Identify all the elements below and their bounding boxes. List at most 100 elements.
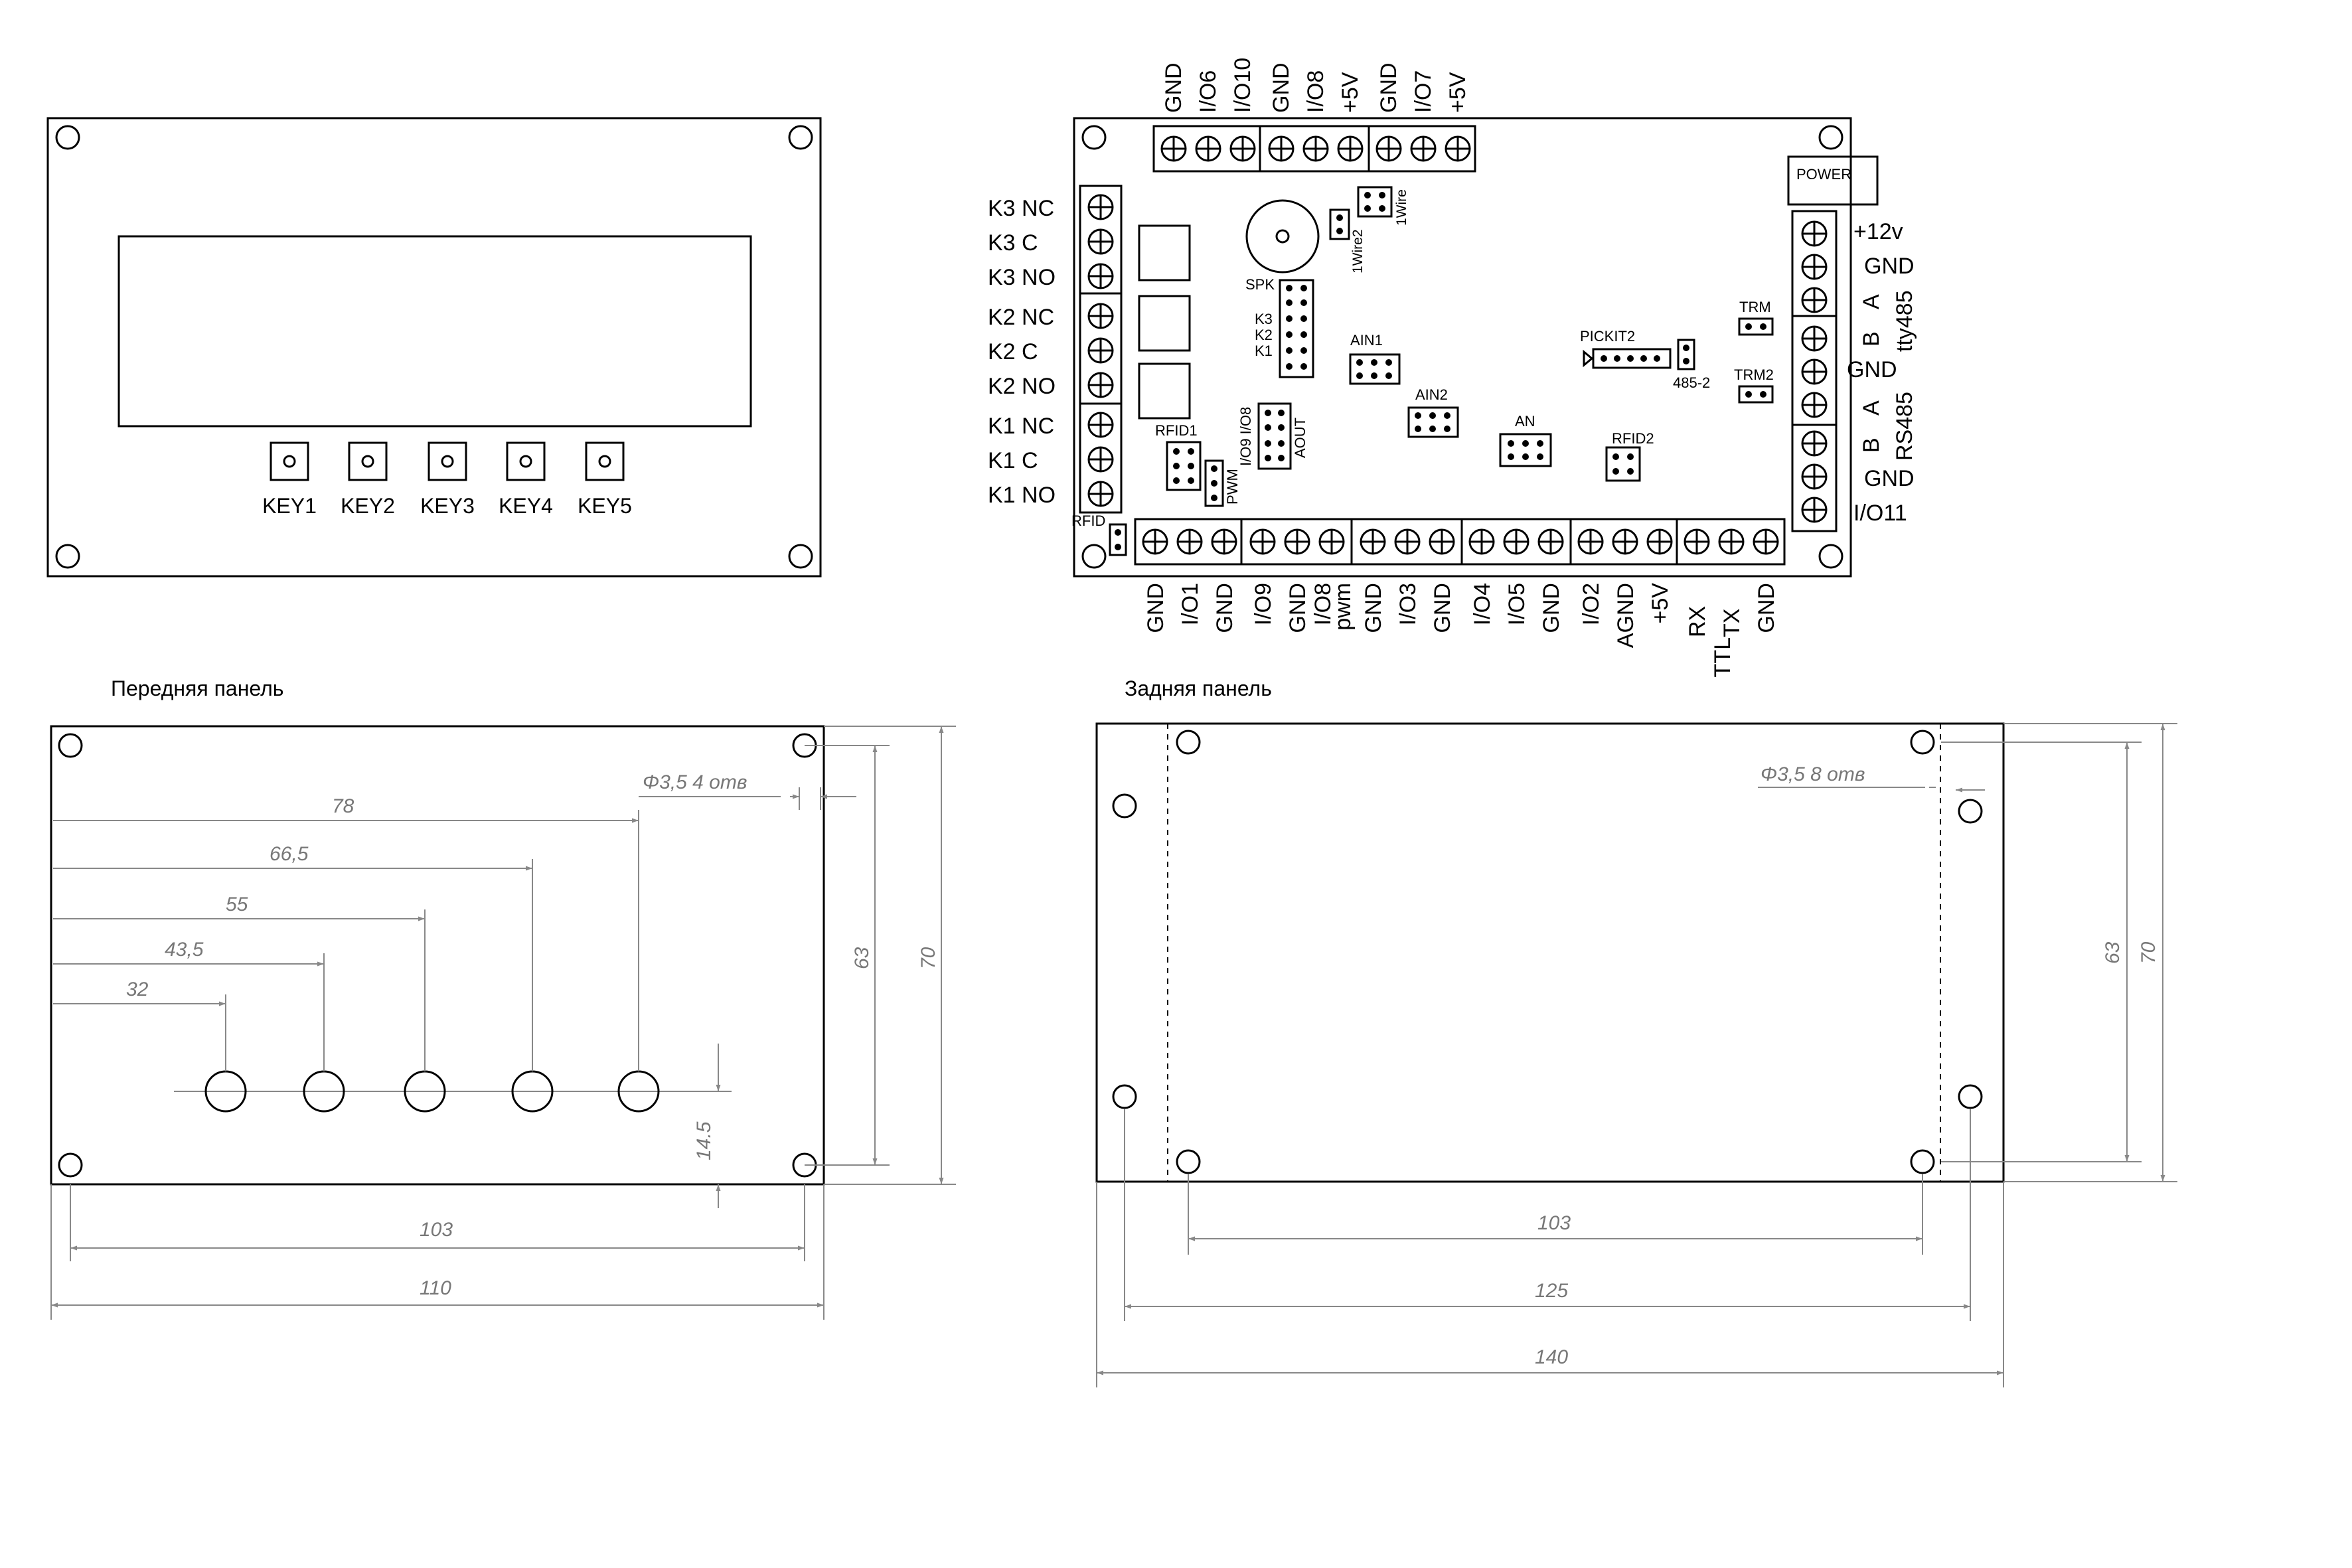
trm-label: TRM xyxy=(1739,299,1771,315)
front-plate-outline xyxy=(50,725,825,1186)
bottom-terminal-label: I/O3 xyxy=(1395,583,1421,625)
key-dot xyxy=(441,455,454,468)
ain2-label: AIN2 xyxy=(1415,386,1448,403)
bottom-terminal-label: I/O9 xyxy=(1251,583,1276,625)
trm-jumper: TRM xyxy=(1738,299,1774,336)
top-terminal-label: GND xyxy=(1376,62,1401,113)
key-button xyxy=(506,441,546,481)
bottom-terminal-label: I/O1 xyxy=(1178,583,1203,625)
rfid2-label: RFID2 xyxy=(1612,430,1654,447)
key-button xyxy=(428,441,467,481)
relay-terminal-label: K2 NO xyxy=(988,374,1056,399)
mount-hole xyxy=(1176,730,1201,755)
board-outline xyxy=(1073,117,1852,578)
back-panel-caption: Задняя панель xyxy=(1125,676,1272,700)
right-terminal-block xyxy=(1791,210,1838,532)
front-panel-outline xyxy=(46,117,822,578)
mount-hole xyxy=(788,125,813,150)
bus-label-tty485: tty485 xyxy=(1892,290,1917,352)
bottom-terminal-label: I/O4 xyxy=(1470,583,1495,625)
key-button xyxy=(348,441,388,481)
mount-hole xyxy=(58,1152,83,1178)
top-terminal-labels: GND I/O6 I/O10 GND I/O8 +5V GND I/O7 +5V xyxy=(1161,58,1470,113)
top-terminal-label: I/O7 xyxy=(1411,70,1436,113)
relay-jumper-label: K1 xyxy=(1255,343,1273,359)
relay-terminal-label: K2 C xyxy=(988,339,1038,364)
dim-label: 14.5 xyxy=(693,1121,715,1160)
bottom-terminal-label: GND xyxy=(1539,583,1564,633)
bottom-terminal-label: pwm xyxy=(1330,583,1356,631)
key-label: KEY2 xyxy=(341,494,395,518)
dim-label: 103 xyxy=(420,1219,453,1241)
pickit2-label: PICKIT2 xyxy=(1580,328,1635,345)
power-connector: POWER xyxy=(1787,155,1879,206)
onewire-jumper: 1Wire xyxy=(1357,186,1409,226)
io9-io8-label: I/O9 I/O8 xyxy=(1237,407,1254,466)
bus-label-rs485: RS485 xyxy=(1892,392,1917,461)
dim-label: 55 xyxy=(226,894,248,915)
right-terminal-label: A xyxy=(1859,400,1884,416)
bottom-terminal-labels: GND I/O1 GND I/O9 GND I/O8 pwm GND I/O3 … xyxy=(1143,583,1779,678)
rfid-label: RFID xyxy=(1071,512,1105,529)
relay-terminal-label: K3 NO xyxy=(988,265,1056,290)
top-terminal-block xyxy=(1152,125,1476,173)
left-terminal-block xyxy=(1079,185,1123,514)
relay-terminal-label: K2 NC xyxy=(988,305,1054,330)
spk-header: SPK K3 K2 K1 xyxy=(1245,276,1314,378)
bottom-terminal-label: I/O8 xyxy=(1310,583,1336,625)
bottom-terminal-block xyxy=(1134,518,1786,566)
bottom-terminal-label: I/O2 xyxy=(1579,583,1604,625)
pwm-label: PWM xyxy=(1224,469,1241,505)
mount-hole xyxy=(1112,1084,1137,1109)
an-header: AN xyxy=(1499,413,1552,467)
right-terminal-label: GND xyxy=(1864,466,1915,491)
trm2-label: TRM2 xyxy=(1734,366,1774,383)
dim-label: 32 xyxy=(126,979,149,1000)
board-view: GND I/O6 I/O10 GND I/O8 +5V GND I/O7 +5V xyxy=(988,58,1917,678)
back-dimension-drawing: Задняя панель Φ3,5 8 отв 63 70 xyxy=(1095,676,2177,1387)
key-label: KEY1 xyxy=(262,494,317,518)
rfid1-label: RFID1 xyxy=(1155,422,1198,439)
bottom-terminal-label: GND xyxy=(1361,583,1386,633)
mount-hole xyxy=(1958,799,1983,824)
ain1-label: AIN1 xyxy=(1350,332,1383,349)
rfid1-header: RFID1 xyxy=(1155,422,1202,491)
dim-label: 70 xyxy=(917,947,939,969)
mount-hole xyxy=(1818,544,1843,569)
ain1-header: AIN1 xyxy=(1349,332,1401,385)
right-terminal-label: GND xyxy=(1847,357,1897,382)
key-label: KEY4 xyxy=(499,494,553,518)
top-terminal-label: I/O6 xyxy=(1196,70,1221,113)
ain2-header: AIN2 xyxy=(1407,386,1459,438)
mount-hole xyxy=(1176,1149,1201,1174)
dim-label: 63 xyxy=(851,947,873,969)
key-dot xyxy=(361,455,374,468)
right-terminal-label: B xyxy=(1859,331,1884,347)
relay-terminal-label: K1 NO xyxy=(988,483,1056,508)
pickit2-header: PICKIT2 xyxy=(1580,328,1672,369)
mount-hole xyxy=(55,544,80,569)
mount-hole xyxy=(1818,125,1843,150)
right-terminal-label: I/O11 xyxy=(1853,501,1907,526)
right-terminal-label: GND xyxy=(1864,254,1915,279)
key-button xyxy=(270,441,309,481)
dim-label: 70 xyxy=(2138,941,2159,964)
dim-label: 140 xyxy=(1535,1346,1568,1368)
display-window xyxy=(118,235,752,428)
buzzer-center xyxy=(1275,229,1290,244)
mount-hole xyxy=(1958,1084,1983,1109)
jumper-485-2-label: 485-2 xyxy=(1673,374,1710,391)
dim-label: 125 xyxy=(1535,1280,1568,1302)
top-terminal-label: +5V xyxy=(1338,72,1363,113)
mount-hole xyxy=(55,125,80,150)
key-button xyxy=(585,441,625,481)
bottom-terminal-label: TX xyxy=(1719,609,1745,637)
mount-hole xyxy=(788,544,813,569)
top-terminal-label: +5V xyxy=(1445,72,1470,113)
rfid-jumper: RFID xyxy=(1071,512,1127,556)
bottom-terminal-label: GND xyxy=(1754,583,1779,633)
relay-terminal-label: K3 NC xyxy=(988,196,1054,221)
relay-terminal-label: K3 C xyxy=(988,230,1038,256)
